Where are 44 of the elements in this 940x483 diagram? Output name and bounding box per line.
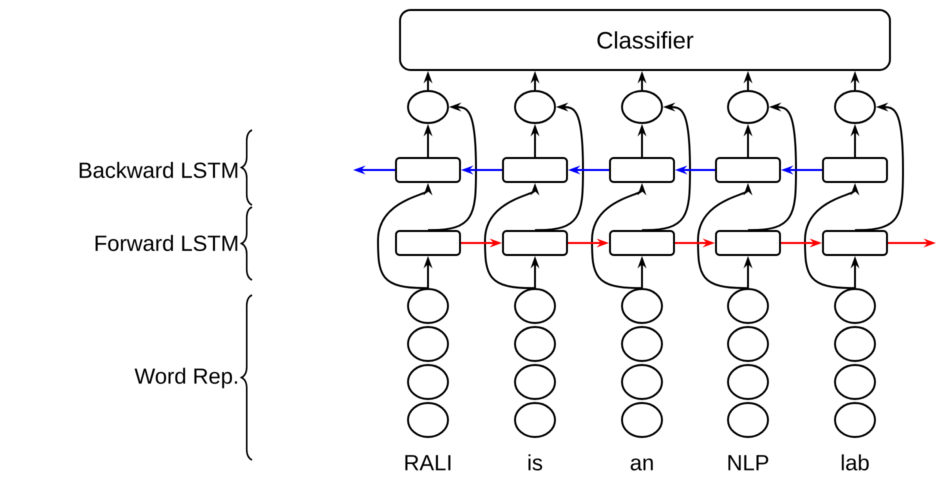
word-label: RALI: [405, 455, 450, 470]
word-label: NLP: [728, 455, 768, 470]
output-circle: [621, 90, 663, 124]
layer-label: Word Rep.: [134, 368, 238, 388]
lstm-cell-box: [715, 157, 781, 183]
word-vector-circle: [514, 364, 556, 400]
word-vector-circle: [514, 402, 556, 438]
lstm-cell-box: [715, 230, 781, 256]
word-vector-circle: [834, 364, 876, 400]
lstm-cell-box: [395, 157, 461, 183]
word-vector-circle: [407, 326, 449, 362]
lstm-cell-box: [502, 230, 568, 256]
layer-label: Backward LSTM: [80, 162, 238, 178]
output-circle: [834, 90, 876, 124]
lstm-cell-box: [502, 157, 568, 183]
word-label: an: [630, 458, 653, 470]
word-vector-circle: [407, 364, 449, 400]
word-vector-circle: [407, 402, 449, 438]
lstm-cell-box: [822, 157, 888, 183]
output-circle: [727, 90, 769, 124]
word-vector-circle: [621, 288, 663, 324]
word-vector-circle: [834, 402, 876, 438]
layer-label: Forward LSTM: [96, 234, 238, 252]
lstm-cell-box: [395, 230, 461, 256]
word-vector-circle: [727, 288, 769, 324]
word-label: lab: [842, 454, 869, 470]
word-vector-circle: [834, 288, 876, 324]
word-vector-circle: [621, 364, 663, 400]
lstm-cell-box: [822, 230, 888, 256]
word-label: is: [528, 454, 542, 470]
word-vector-circle: [514, 326, 556, 362]
lstm-cell-box: [609, 157, 675, 183]
word-vector-circle: [834, 326, 876, 362]
word-vector-circle: [621, 326, 663, 362]
word-vector-circle: [407, 288, 449, 324]
output-circle: [407, 90, 449, 124]
word-vector-circle: [727, 402, 769, 438]
output-circle: [514, 90, 556, 124]
word-vector-circle: [727, 326, 769, 362]
classifier-box: Classifier: [399, 9, 891, 71]
word-vector-circle: [514, 288, 556, 324]
word-vector-circle: [727, 364, 769, 400]
lstm-cell-box: [609, 230, 675, 256]
word-vector-circle: [621, 402, 663, 438]
